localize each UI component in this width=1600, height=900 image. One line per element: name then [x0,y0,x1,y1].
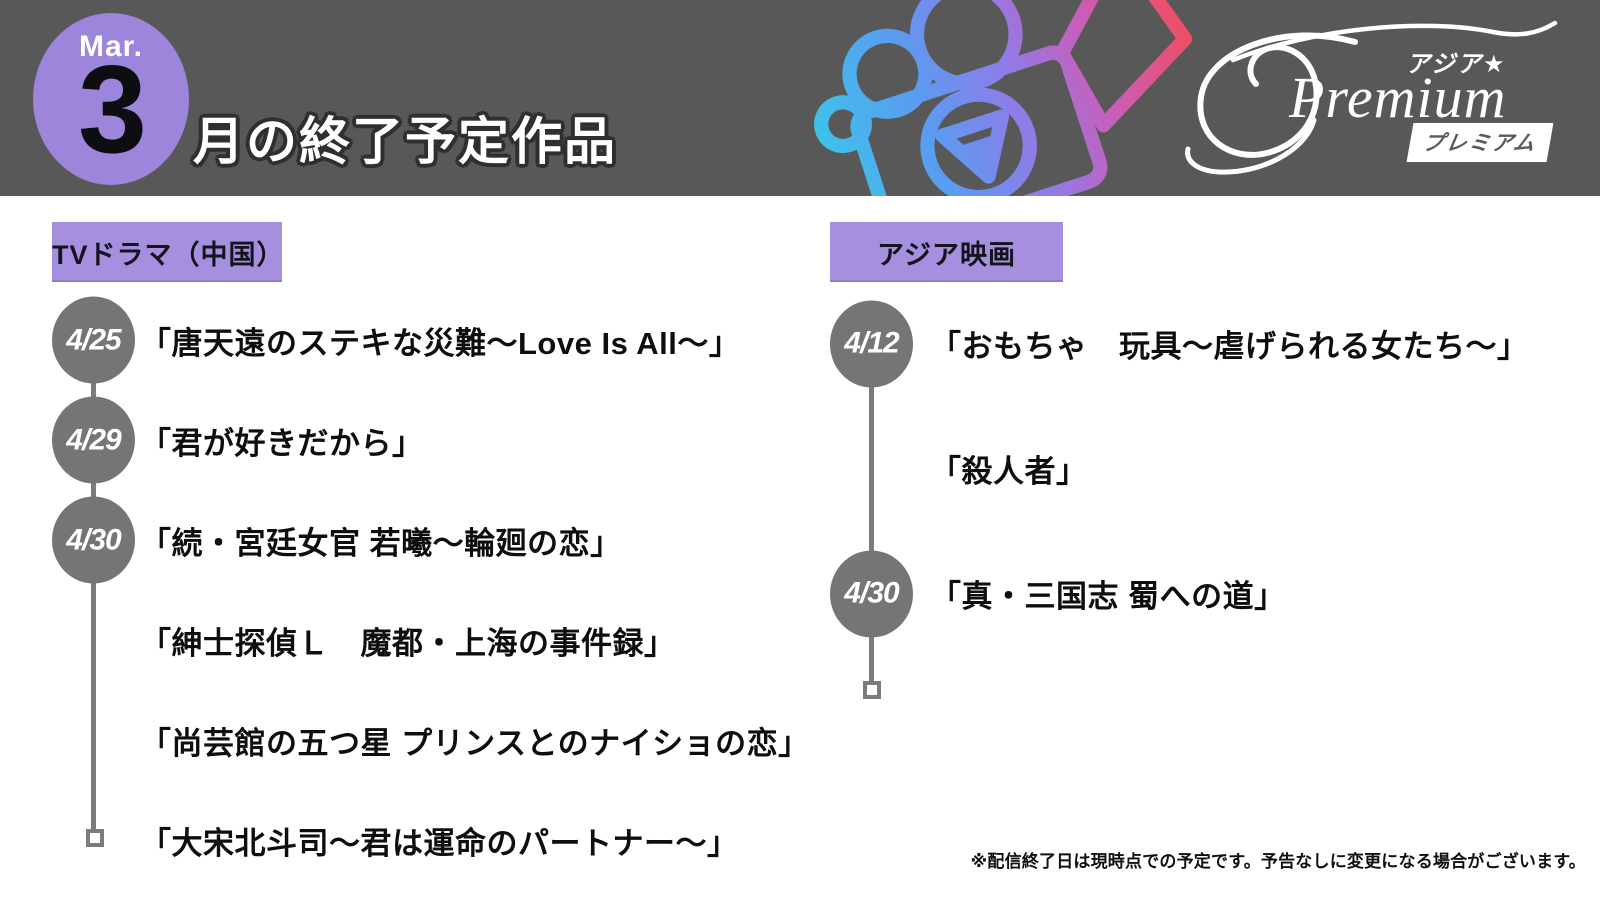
end-date-node: 4/30 [830,550,913,637]
list-item: 「紳士探偵Ｌ 魔都・上海の事件録」 [0,590,800,690]
date-cell: 4/30 [0,490,140,590]
work-title: 「真・三国志 蜀への道」 [930,579,1286,614]
date-cell: 4/30 [800,531,930,656]
list-item: 「大宋北斗司〜君は運命のパートナー〜」 [0,790,800,890]
month-badge: Mar. 3 [33,13,189,185]
work-title: 「続・宮廷女官 若曦〜輪廻の恋」 [140,525,622,561]
header-band: Mar. 3 月の終了予定作品 Premium アジア★ プレミアム [0,0,1600,196]
timeline-list-tv-drama: 4/25「唐天遠のステキな災難〜Love Is All〜」4/29「君が好きだか… [0,290,809,890]
list-item: 「尚芸館の五つ星 プリンスとのナイショの恋」 [0,690,809,790]
end-date-node: 4/25 [52,296,135,384]
category-badge-tv-drama-china: TVドラマ（中国） [52,222,284,282]
brand-logo: Premium アジア★ プレミアム [1163,20,1563,180]
page-title: 月の終了予定作品 [193,113,618,170]
timeline-end-marker-left [86,829,104,847]
date-cell [800,406,930,531]
list-item: 4/30「続・宮廷女官 若曦〜輪廻の恋」 [0,490,800,590]
date-cell [0,690,140,790]
video-camera-icon [814,0,1193,196]
date-cell: 4/29 [0,390,140,490]
end-date-node: 4/29 [52,396,135,484]
date-cell [0,790,140,890]
work-title: 「紳士探偵Ｌ 魔都・上海の事件録」 [140,625,676,661]
work-title: 「君が好きだから」 [140,425,424,461]
category-badge-asian-movies: アジア映画 [830,222,1063,282]
work-title: 「おもちゃ 玩具〜虐げられる女たち〜」 [930,329,1529,364]
list-item: 4/29「君が好きだから」 [0,390,800,490]
list-item: 4/30 「真・三国志 蜀への道」 [800,531,1600,656]
logo-katakana-box: プレミアム [1406,123,1553,162]
date-cell: 4/25 [0,290,140,390]
list-item: 4/25「唐天遠のステキな災難〜Love Is All〜」 [0,290,800,390]
disclaimer-note: ※配信終了日は現時点での予定です。予告なしに変更になる場合がございます。 [970,852,1586,871]
timeline-line-right [869,344,874,682]
date-cell: 4/12 [800,281,930,406]
logo-wordmark: Premium [1289,65,1507,130]
end-date-node: 4/30 [52,496,135,584]
work-title: 「殺人者」 [930,454,1088,489]
logo-katakana-top: アジア★ [1406,51,1507,78]
logo-flourish-icon [1185,20,1558,175]
month-name-label: Mar. [78,30,144,63]
timeline-line-left [91,340,96,829]
timeline-end-marker-right [863,681,881,699]
end-date-node: 4/12 [830,300,913,387]
work-title: 「大宋北斗司〜君は運命のパートナー〜」 [140,825,739,861]
timeline-list-asian-movies: 4/12 「おもちゃ 玩具〜虐げられる女たち〜」「殺人者」 4/30 「真・三国志 蜀… [800,281,1600,656]
work-title: 「尚芸館の五つ星 プリンスとのナイショの恋」 [140,725,810,761]
list-item: 4/12 「おもちゃ 玩具〜虐げられる女たち〜」 [800,281,1600,406]
list-item: 「殺人者」 [800,406,1600,531]
work-title: 「唐天遠のステキな災難〜Love Is All〜」 [140,325,741,361]
date-cell [0,590,140,690]
month-number: 3 [78,41,147,179]
